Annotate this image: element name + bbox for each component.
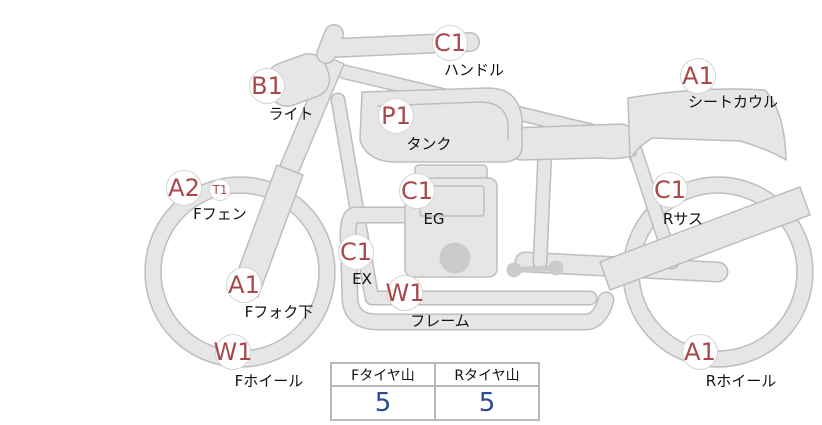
grade-badge-engine: C1 <box>399 173 435 209</box>
tire-tread-table: Fタイヤ山 Rタイヤ山 5 5 <box>330 362 540 421</box>
down-tube-body <box>332 94 596 304</box>
part-label-frame: フレーム <box>410 312 470 330</box>
engine-case-cover <box>439 242 471 274</box>
tire-header-front: Fタイヤ山 <box>330 362 436 387</box>
muffler <box>599 186 811 291</box>
gear-link-rear-joint <box>548 260 564 276</box>
front-fork <box>231 55 345 298</box>
part-label-front-fork-lower: Fフォク下 <box>244 303 314 321</box>
part-label-exhaust: EX <box>352 270 372 288</box>
grade-badge-front-fork-lower: A1 <box>226 267 262 303</box>
grade-badge-seat-cowl: A1 <box>680 58 716 94</box>
part-label-front-wheel: Fホイール <box>234 372 304 390</box>
grade-badge-rear-suspension: C1 <box>652 172 688 208</box>
grade-badge-tank: P1 <box>378 98 414 134</box>
tire-value-front: 5 <box>330 385 436 421</box>
part-label-front-fender: Fフェン <box>193 205 247 223</box>
part-label-light: ライト <box>268 105 314 123</box>
tire-header-rear: Rタイヤ山 <box>434 362 540 387</box>
gear-link-front-joint <box>506 262 522 278</box>
part-label-rear-wheel: Rホイール <box>705 372 777 390</box>
tire-value-rear: 5 <box>434 385 540 421</box>
part-label-handle: ハンドル <box>443 61 505 79</box>
exhaust-pipe <box>339 206 615 331</box>
grade-badge-frame: W1 <box>386 275 425 311</box>
seat-post-body <box>534 144 551 268</box>
gear-link <box>506 260 564 278</box>
grade-badge-exhaust: C1 <box>338 234 374 270</box>
tire-table-header-row: Fタイヤ山 Rタイヤ山 <box>330 362 540 387</box>
tank-inner-line <box>377 101 509 141</box>
part-label-seat-cowl: シートカウル <box>687 93 779 111</box>
grade-badge-light: B1 <box>249 68 285 104</box>
part-label-engine: EG <box>423 210 445 228</box>
part-label-rear-suspension: Rサス <box>662 210 704 228</box>
seat <box>509 123 637 161</box>
exhaust-pipe-body <box>341 208 613 329</box>
grade-badge-front-fender: A2 <box>166 170 202 206</box>
tire-table-value-row: 5 5 <box>330 385 540 421</box>
grade-badge-handle: C1 <box>432 25 468 61</box>
grade-badge-rear-wheel: A1 <box>682 334 718 370</box>
sub-grade-badge-front-fender: T1 <box>209 179 231 201</box>
part-label-tank: タンク <box>406 135 452 153</box>
grade-badge-front-wheel: W1 <box>214 334 253 370</box>
